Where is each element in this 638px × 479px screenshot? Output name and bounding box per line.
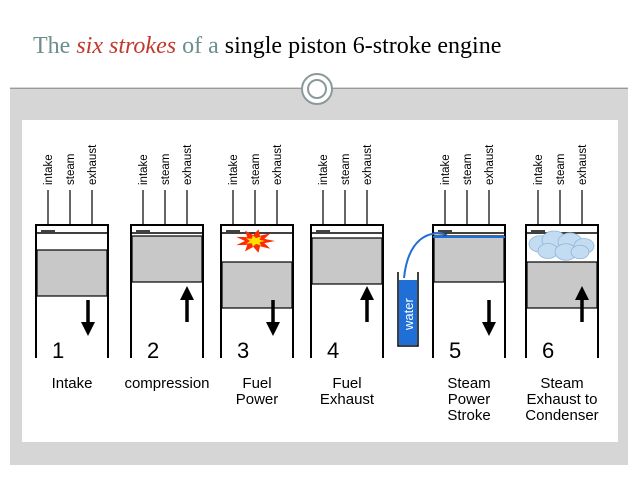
valve-label-exhaust: exhaust <box>484 144 496 185</box>
valve-label-steam: steam <box>250 154 262 185</box>
arrow-head-down <box>482 322 496 336</box>
arrow-head-down <box>81 322 95 336</box>
stroke-label-line: Steam <box>447 375 490 392</box>
valve-label-exhaust: exhaust <box>182 144 194 185</box>
stroke-label-line: Exhaust <box>320 391 375 408</box>
stroke-label-line: Stroke <box>447 407 490 424</box>
piston <box>221 261 293 309</box>
arrow-head-down <box>266 322 280 336</box>
water-container <box>397 272 419 347</box>
valve-label-intake: intake <box>533 154 545 185</box>
piston <box>526 261 598 309</box>
stroke-label-line: Steam <box>540 375 583 392</box>
arrow-head-up <box>575 286 589 300</box>
divider-ornament-icon <box>301 73 333 105</box>
piston <box>131 235 203 283</box>
stroke-number: 1 <box>52 338 64 363</box>
stroke-label-line: Power <box>448 391 491 408</box>
stroke-number: 2 <box>147 338 159 363</box>
stroke-label-line: Power <box>236 391 279 408</box>
cylinder-wall <box>525 224 599 358</box>
stroke-label-line: Fuel <box>332 375 361 392</box>
slide-title: The six strokes of a single piston 6-str… <box>33 33 501 60</box>
stroke-label-line: Intake <box>52 375 93 392</box>
stroke-number: 4 <box>327 338 339 363</box>
stroke-number: 5 <box>449 338 461 363</box>
stroke-label-line: compression <box>124 375 209 392</box>
valve-label-steam: steam <box>65 154 77 185</box>
valve-label-intake: intake <box>138 154 150 185</box>
stroke-label-line: Exhaust to <box>527 391 598 408</box>
valve-label-exhaust: exhaust <box>577 144 589 185</box>
water-injection-pipe <box>403 232 448 279</box>
title-word-a: a <box>208 33 219 59</box>
arrow-head-up <box>360 286 374 300</box>
stroke-label-line: Fuel <box>242 375 271 392</box>
stroke-label-line: Condenser <box>525 407 598 424</box>
explosion-core-icon <box>246 235 265 247</box>
arrow-head-up <box>180 286 194 300</box>
title-word-the: The <box>33 33 71 59</box>
cylinder-wall <box>310 224 384 358</box>
cylinder-wall <box>35 224 109 358</box>
piston <box>36 249 108 297</box>
valve-label-steam: steam <box>555 154 567 185</box>
valve-label-exhaust: exhaust <box>272 144 284 185</box>
valve-label-intake: intake <box>318 154 330 185</box>
cylinder-wall <box>130 224 204 358</box>
title-six-strokes: six strokes <box>76 33 177 59</box>
stroke-2: intake steam exhaust 2 compression <box>124 144 209 392</box>
water-fill <box>399 280 417 345</box>
valve-label-intake: intake <box>43 154 55 185</box>
valve-label-intake: intake <box>440 154 452 185</box>
valve-label-steam: steam <box>160 154 172 185</box>
steam-puff <box>570 244 590 260</box>
valve-label-steam: steam <box>462 154 474 185</box>
piston <box>311 237 383 285</box>
cylinder-wall <box>432 224 506 358</box>
valve-label-exhaust: exhaust <box>87 144 99 185</box>
valve-label-exhaust: exhaust <box>362 144 374 185</box>
valve-label-steam: steam <box>340 154 352 185</box>
stroke-number: 3 <box>237 338 249 363</box>
title-rest: single piston 6-stroke engine <box>224 33 502 59</box>
stroke-number: 6 <box>542 338 554 363</box>
cylinder-wall <box>220 224 294 358</box>
water-label: water <box>401 298 416 331</box>
piston <box>433 235 505 283</box>
title-word-of: of <box>182 33 203 59</box>
steam-cloud-icon <box>528 230 595 261</box>
valve-label-intake: intake <box>228 154 240 185</box>
